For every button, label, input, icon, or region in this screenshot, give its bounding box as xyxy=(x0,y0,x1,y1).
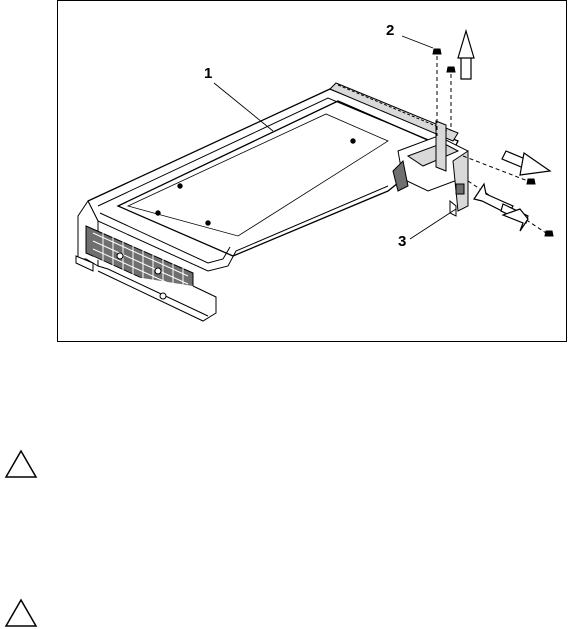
vented-bracket xyxy=(76,201,216,321)
direction-arrows xyxy=(458,31,550,231)
caution-triangle-icon xyxy=(3,597,39,629)
caution-triangle-icon xyxy=(3,448,39,480)
callout-1: 1 xyxy=(204,66,212,81)
callout-3: 3 xyxy=(398,234,406,249)
riser-cage-illustration xyxy=(58,1,568,343)
figure-frame: 1 2 3 xyxy=(57,0,567,342)
callout-2: 2 xyxy=(386,23,394,38)
